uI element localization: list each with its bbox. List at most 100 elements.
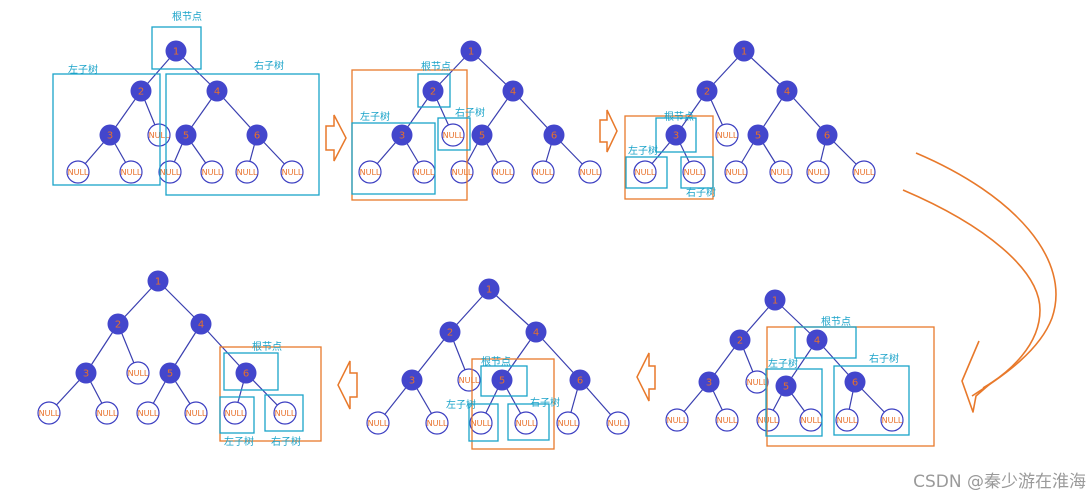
tree-edge bbox=[488, 288, 537, 333]
null-node: NULL bbox=[799, 408, 823, 432]
label-right: 右子树 bbox=[869, 352, 899, 365]
right-subtree-box bbox=[507, 403, 550, 441]
tree-node-3: 3 bbox=[99, 124, 121, 146]
tree-node-5: 5 bbox=[747, 124, 769, 146]
tree-node-6: 6 bbox=[816, 124, 838, 146]
null-node: NULL bbox=[715, 123, 739, 147]
node-label: 4 bbox=[510, 87, 516, 98]
tree-node-2: 2 bbox=[729, 329, 751, 351]
arrow-right-icon bbox=[325, 114, 347, 162]
flow-arrows bbox=[325, 109, 1057, 413]
arrow-left-icon bbox=[636, 352, 656, 402]
null-label: NULL bbox=[837, 416, 858, 425]
node-label: 5 bbox=[167, 369, 173, 380]
node-label: 3 bbox=[83, 369, 89, 380]
root-box bbox=[480, 365, 528, 397]
right-subtree-box bbox=[437, 117, 471, 151]
tree-node-4: 4 bbox=[806, 329, 828, 351]
tree-node-2: 2 bbox=[422, 80, 444, 102]
node-label: 1 bbox=[173, 47, 179, 58]
curved-arrow-icon bbox=[915, 152, 1057, 397]
null-label: NULL bbox=[758, 416, 779, 425]
right-subtree-box bbox=[264, 394, 304, 432]
null-label: NULL bbox=[128, 369, 149, 378]
root-box bbox=[655, 117, 697, 153]
null-node: NULL bbox=[556, 411, 580, 435]
node-label: 3 bbox=[673, 131, 679, 142]
null-label: NULL bbox=[801, 416, 822, 425]
null-node: NULL bbox=[682, 160, 706, 184]
tree-node-4: 4 bbox=[525, 321, 547, 343]
curved-arrow-head bbox=[961, 340, 992, 413]
null-label: NULL bbox=[186, 409, 207, 418]
tree-node-6: 6 bbox=[543, 124, 565, 146]
node-label: 6 bbox=[254, 131, 260, 142]
null-label: NULL bbox=[282, 168, 303, 177]
null-node: NULL bbox=[633, 160, 657, 184]
null-node: NULL bbox=[95, 401, 119, 425]
null-label: NULL bbox=[771, 168, 792, 177]
tree-node-6: 6 bbox=[569, 369, 591, 391]
label-left: 左子树 bbox=[446, 398, 476, 411]
node-label: 5 bbox=[499, 376, 505, 387]
null-label: NULL bbox=[558, 419, 579, 428]
tree-node-2: 2 bbox=[696, 80, 718, 102]
null-label: NULL bbox=[368, 419, 389, 428]
null-node: NULL bbox=[425, 411, 449, 435]
left-subtree-box bbox=[625, 156, 668, 189]
tree-node-6: 6 bbox=[844, 371, 866, 393]
tree-node-4: 4 bbox=[776, 80, 798, 102]
null-label: NULL bbox=[68, 168, 89, 177]
tree-node-5: 5 bbox=[175, 124, 197, 146]
null-label: NULL bbox=[533, 168, 554, 177]
arrow-left-icon bbox=[337, 360, 358, 410]
tree-node-5: 5 bbox=[471, 124, 493, 146]
null-label: NULL bbox=[882, 416, 903, 425]
label-root: 根节点 bbox=[821, 315, 851, 328]
null-label: NULL bbox=[427, 419, 448, 428]
null-node: NULL bbox=[66, 160, 90, 184]
tree-node-4: 4 bbox=[190, 313, 212, 335]
left-subtree-box bbox=[52, 73, 161, 186]
tree-node-2: 2 bbox=[107, 313, 129, 335]
tree-node-5: 5 bbox=[775, 375, 797, 397]
node-label: 6 bbox=[243, 369, 249, 380]
left-subtree-box bbox=[765, 368, 823, 437]
null-node: NULL bbox=[469, 411, 493, 435]
tree-edge bbox=[200, 323, 247, 374]
tree-node-4: 4 bbox=[502, 80, 524, 102]
null-label: NULL bbox=[121, 168, 142, 177]
curved-arrow-icon bbox=[902, 189, 1041, 389]
null-node: NULL bbox=[665, 408, 689, 432]
tree-node-3: 3 bbox=[665, 124, 687, 146]
null-node: NULL bbox=[531, 160, 555, 184]
tree-node-3: 3 bbox=[698, 371, 720, 393]
tree-node-5: 5 bbox=[491, 369, 513, 391]
null-node: NULL bbox=[158, 160, 182, 184]
root-box bbox=[417, 73, 451, 108]
tree-node-2: 2 bbox=[130, 80, 152, 102]
label-right: 右子树 bbox=[530, 396, 560, 409]
null-node: NULL bbox=[769, 160, 793, 184]
null-label: NULL bbox=[608, 419, 629, 428]
null-node: NULL bbox=[491, 160, 515, 184]
null-node: NULL bbox=[724, 160, 748, 184]
label-right: 右子树 bbox=[254, 59, 284, 72]
node-label: 6 bbox=[824, 131, 830, 142]
node-label: 3 bbox=[399, 131, 405, 142]
null-node: NULL bbox=[280, 160, 304, 184]
null-node: NULL bbox=[514, 411, 538, 435]
null-node: NULL bbox=[450, 160, 474, 184]
null-node: NULL bbox=[578, 160, 602, 184]
root-box bbox=[223, 352, 279, 391]
node-label: 4 bbox=[214, 87, 220, 98]
tree-node-1: 1 bbox=[733, 40, 755, 62]
label-left: 左子树 bbox=[360, 110, 390, 123]
node-label: 2 bbox=[115, 320, 121, 331]
node-label: 6 bbox=[551, 131, 557, 142]
null-label: NULL bbox=[452, 168, 473, 177]
node-label: 2 bbox=[138, 87, 144, 98]
